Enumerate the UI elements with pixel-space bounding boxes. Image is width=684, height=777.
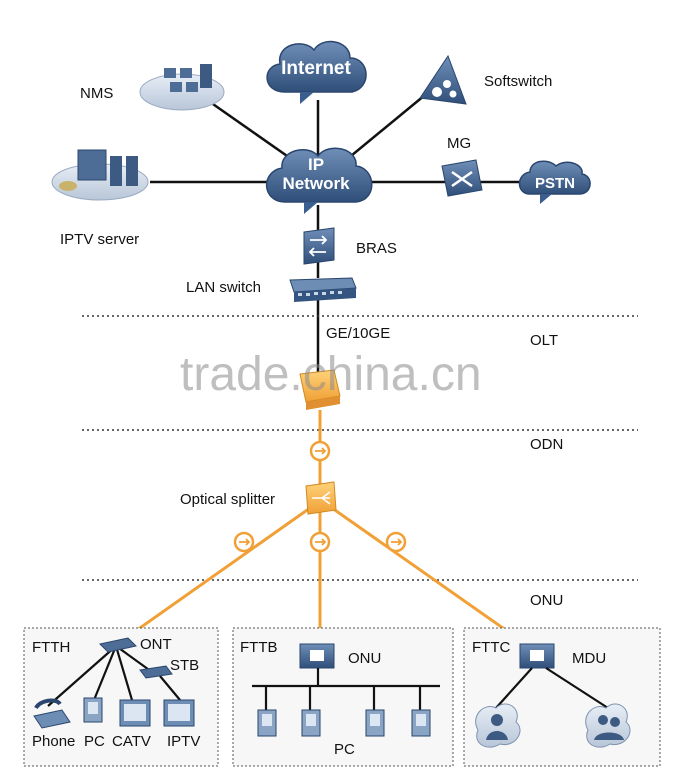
- bras-label: BRAS: [356, 240, 397, 257]
- mg-label: MG: [447, 135, 471, 152]
- fttc-title: FTTC: [472, 639, 510, 656]
- pc-icon: [83, 697, 103, 723]
- fiber-connector-icon: [309, 440, 331, 462]
- pc-icon: [301, 709, 321, 737]
- ip-network-cloud-icon: IP Network: [265, 147, 373, 214]
- device-label-pc: PC: [84, 733, 105, 750]
- fttc-links: [495, 667, 609, 709]
- internet-cloud-icon: Internet: [266, 40, 367, 104]
- mdu-label: MDU: [572, 650, 606, 667]
- ftth-title: FTTH: [32, 639, 70, 656]
- fttb-links: [252, 668, 440, 710]
- softswitch-label: Softswitch: [484, 73, 552, 90]
- ge-link-label: GE/10GE: [326, 325, 390, 342]
- phone-icon: [33, 698, 71, 729]
- pc-icon: [365, 709, 385, 737]
- olt-section-label: OLT: [530, 332, 558, 349]
- ftth-links: [47, 645, 181, 707]
- fttb-box: FTTB ONU PC: [232, 627, 454, 767]
- fiber-connector-icon: [233, 531, 255, 553]
- user-group-icon: [585, 703, 631, 748]
- fiber-links: [119, 410, 521, 644]
- device-label-phone: Phone: [32, 733, 75, 750]
- bras-router-icon: [303, 227, 335, 265]
- fiber-connector-icon: [309, 531, 331, 553]
- lan-switch-label: LAN switch: [186, 279, 261, 296]
- ont-icon: [98, 637, 138, 653]
- iptv-server-label: IPTV server: [60, 231, 139, 248]
- olt-device-icon: [299, 369, 341, 410]
- device-label-catv: CATV: [112, 733, 151, 750]
- optical-splitter-label: Optical splitter: [180, 491, 275, 508]
- nms-icon: [139, 64, 225, 111]
- odn-section-label: ODN: [530, 436, 563, 453]
- watermark-text: trade.china.cn: [180, 348, 482, 401]
- optical-splitter-icon: [305, 481, 337, 515]
- ip-network-label-line1: IP: [308, 155, 324, 174]
- ont-label: ONT: [140, 636, 172, 653]
- fiber-connector-icon: [385, 531, 407, 553]
- pc-icon: [411, 709, 431, 737]
- onu-label: ONU: [348, 650, 381, 667]
- pc-group-label: PC: [334, 741, 355, 758]
- onu-device-icon: [299, 643, 335, 669]
- fttc-box: FTTC MDU: [463, 627, 661, 767]
- iptv-tv-icon: [163, 699, 195, 727]
- mdu-device-icon: [519, 643, 555, 669]
- internet-label: Internet: [281, 58, 351, 79]
- mg-icon: [441, 159, 483, 197]
- fttb-title: FTTB: [240, 639, 278, 656]
- device-label-iptv: IPTV: [167, 733, 200, 750]
- nms-label: NMS: [80, 85, 113, 102]
- lan-switch-icon: [289, 277, 357, 302]
- iptv-server-icon: [51, 149, 149, 201]
- stb-icon: [139, 665, 173, 679]
- pc-icon: [257, 709, 277, 737]
- pstn-label: PSTN: [535, 175, 575, 192]
- ip-network-label-line2: Network: [282, 174, 350, 193]
- pstn-cloud-icon: PSTN: [518, 160, 591, 204]
- stb-label: STB: [170, 657, 199, 674]
- user-group-icon: [475, 703, 521, 748]
- ftth-box: FTTH ONT STB: [23, 627, 219, 767]
- onu-section-label: ONU: [530, 592, 563, 609]
- catv-icon: [119, 699, 151, 727]
- softswitch-icon: [419, 54, 467, 105]
